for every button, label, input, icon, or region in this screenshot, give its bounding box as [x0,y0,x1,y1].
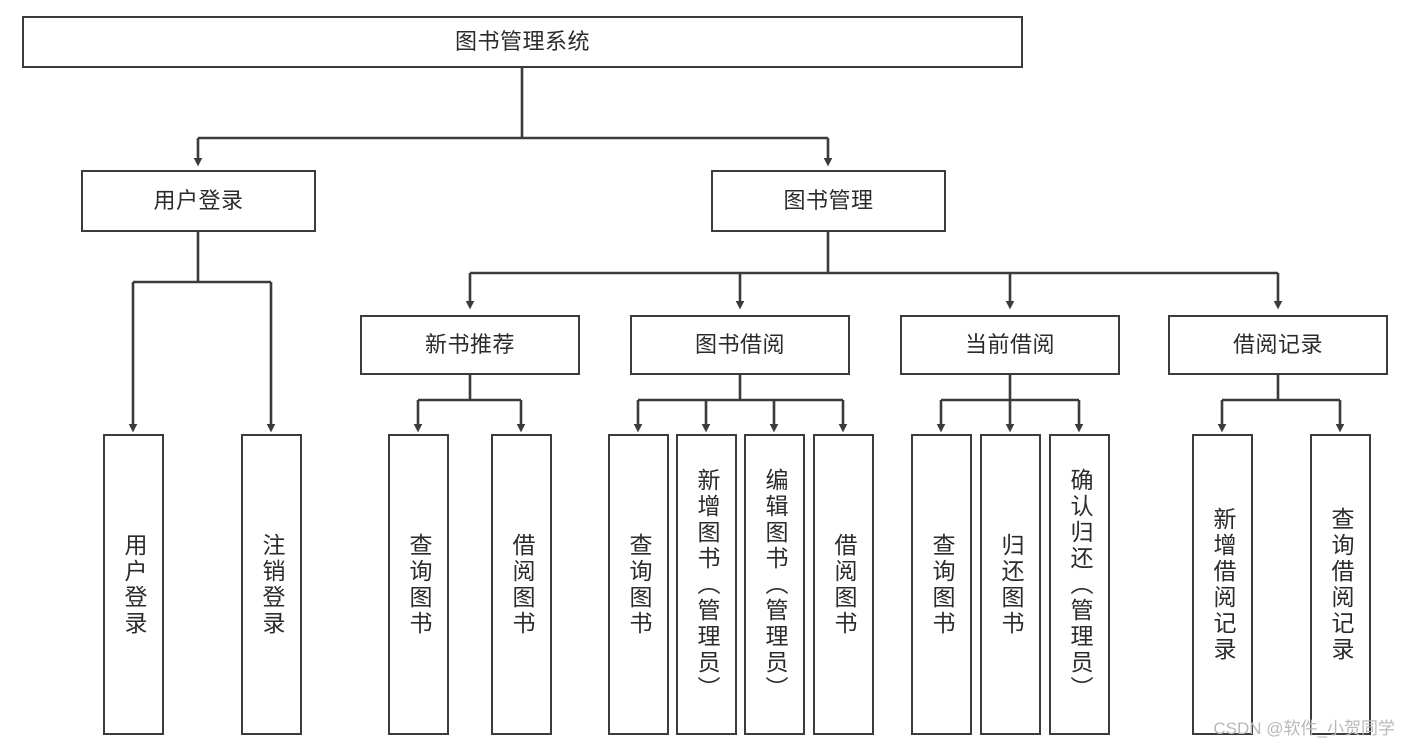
leaf-borrow-book-borrow-label: 借阅图书 [831,532,857,637]
node-user-login-label: 用户登录 [153,188,244,214]
node-borrow-record-label: 借阅记录 [1232,332,1323,358]
leaf-return-book[interactable]: 归还图书 [980,434,1041,735]
node-user-login[interactable]: 用户登录 [81,170,316,232]
leaf-logout[interactable]: 注销登录 [241,434,302,735]
leaf-query-book-newbook-label: 查询图书 [406,532,432,637]
leaf-query-book-borrow-label: 查询图书 [626,532,652,637]
node-book-borrow-label: 图书借阅 [694,332,785,358]
leaf-logout-label: 注销登录 [259,532,285,637]
node-root-label: 图书管理系统 [454,29,590,55]
leaf-user-login-label: 用户登录 [121,532,147,637]
leaf-add-book-admin-label: 新增图书（管理员） [694,467,720,702]
leaf-query-borrow-record[interactable]: 查询借阅记录 [1310,434,1371,735]
node-borrow-record[interactable]: 借阅记录 [1168,315,1388,375]
node-new-book-recommend-label: 新书推荐 [424,332,515,358]
node-book-management-label: 图书管理 [783,188,874,214]
node-book-management[interactable]: 图书管理 [711,170,946,232]
leaf-borrow-book-newbook[interactable]: 借阅图书 [491,434,552,735]
leaf-query-book-borrow[interactable]: 查询图书 [608,434,669,735]
node-current-borrow-label: 当前借阅 [964,332,1055,358]
leaf-confirm-return-admin-label: 确认归还（管理员） [1067,467,1093,702]
leaf-query-book-current-label: 查询图书 [929,532,955,637]
node-book-borrow[interactable]: 图书借阅 [630,315,850,375]
leaf-edit-book-admin-label: 编辑图书（管理员） [762,467,788,702]
leaf-query-borrow-record-label: 查询借阅记录 [1328,506,1354,663]
leaf-borrow-book-newbook-label: 借阅图书 [509,532,535,637]
leaf-borrow-book-borrow[interactable]: 借阅图书 [813,434,874,735]
leaf-query-book-newbook[interactable]: 查询图书 [388,434,449,735]
leaf-confirm-return-admin[interactable]: 确认归还（管理员） [1049,434,1110,735]
node-root[interactable]: 图书管理系统 [22,16,1023,68]
leaf-user-login[interactable]: 用户登录 [103,434,164,735]
node-current-borrow[interactable]: 当前借阅 [900,315,1120,375]
leaf-add-book-admin[interactable]: 新增图书（管理员） [676,434,737,735]
leaf-add-borrow-record-label: 新增借阅记录 [1210,506,1236,663]
leaf-query-book-current[interactable]: 查询图书 [911,434,972,735]
leaf-return-book-label: 归还图书 [998,532,1024,637]
leaf-add-borrow-record[interactable]: 新增借阅记录 [1192,434,1253,735]
leaf-edit-book-admin[interactable]: 编辑图书（管理员） [744,434,805,735]
node-new-book-recommend[interactable]: 新书推荐 [360,315,580,375]
